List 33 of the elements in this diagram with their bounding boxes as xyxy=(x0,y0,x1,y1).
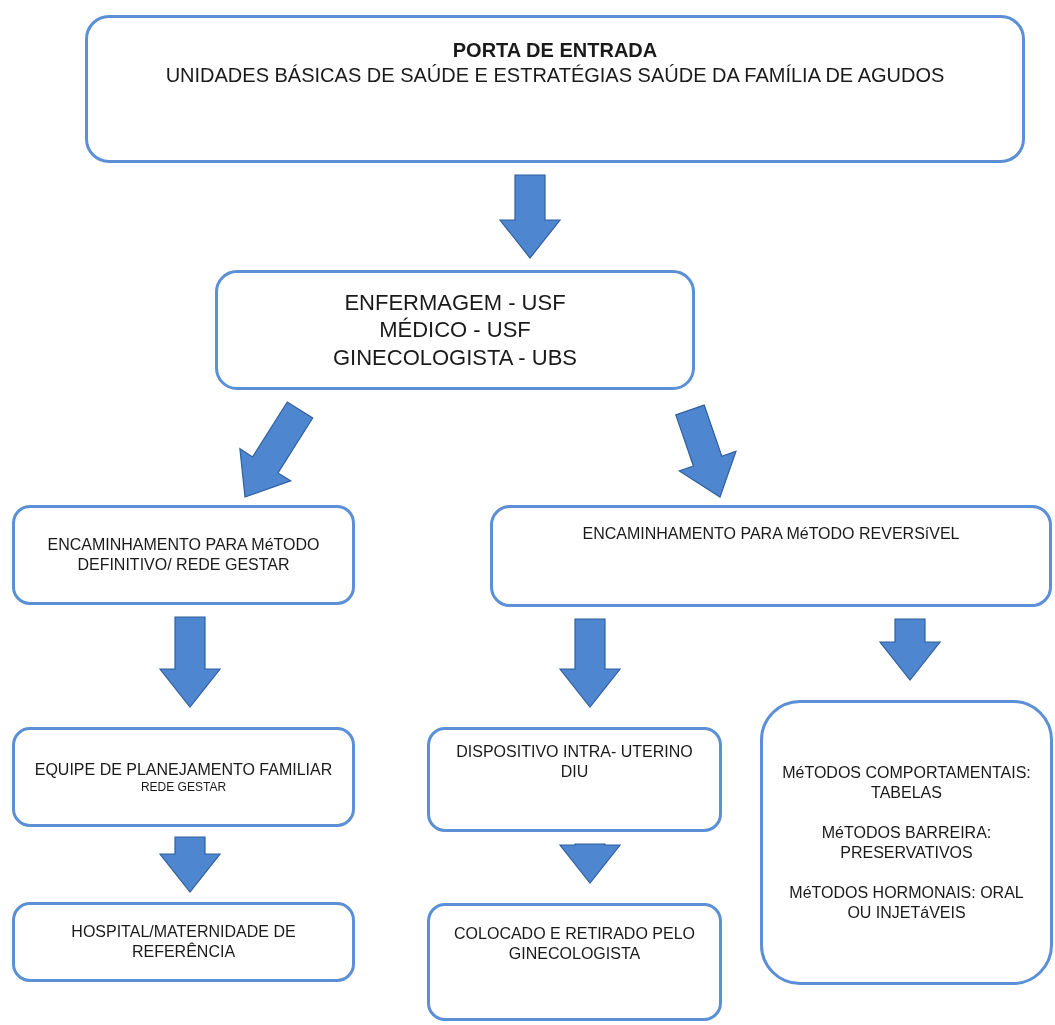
box-text: MéTODOS COMPORTAMENTAIS: TABELAS xyxy=(781,762,1032,803)
block-arrow xyxy=(675,404,737,498)
block-arrow xyxy=(878,618,942,681)
box-text: ENFERMAGEM - USF xyxy=(344,288,566,317)
box-text: MéTODOS HORMONAIS: ORAL OU INJETáVEIS xyxy=(788,882,1025,923)
box-text: ENCAMINHAMENTO PARA MéTODO DEFINITIVO/ REDE GESTAR xyxy=(46,535,321,575)
block-arrow xyxy=(558,618,622,708)
box-text: DISPOSITIVO INTRA- UTERINO xyxy=(456,742,693,762)
rounded-box xyxy=(760,700,1053,985)
box-text: DIU xyxy=(560,762,589,782)
rounded-box xyxy=(12,902,355,982)
rounded-box xyxy=(12,727,355,827)
rounded-box xyxy=(12,505,355,605)
block-arrow xyxy=(158,616,222,708)
block-arrow xyxy=(558,843,622,884)
block-arrow xyxy=(498,174,562,259)
rounded-box xyxy=(427,903,722,1021)
box-text: ENCAMINHAMENTO PARA MéTODO REVERSíVEL xyxy=(582,524,960,544)
box-text: REDE GESTAR xyxy=(140,779,227,795)
block-arrow xyxy=(239,401,314,498)
box-text: MéTODOS BARREIRA: PRESERVATIVOS xyxy=(820,822,993,863)
rounded-box xyxy=(427,727,722,832)
box-text: PORTA DE ENTRADA xyxy=(452,38,658,63)
box-text: HOSPITAL/MATERNIDADE DE REFERÊNCIA xyxy=(70,922,297,962)
rounded-box xyxy=(490,505,1052,607)
box-text: EQUIPE DE PLANEJAMENTO FAMILIAR xyxy=(34,759,333,780)
rounded-box xyxy=(85,15,1025,163)
block-arrow xyxy=(158,836,222,893)
rounded-box xyxy=(215,270,695,390)
box-text: UNIDADES BÁSICAS DE SAÚDE E ESTRATÉGIAS SAÚDE DA FAMÍLIA DE AGUDOS xyxy=(165,63,945,88)
box-text: COLOCADO E RETIRADO PELO GINECOLOGISTA xyxy=(453,924,696,964)
box-text: MÉDICO - USF xyxy=(379,316,531,344)
box-text: GINECOLOGISTA - UBS xyxy=(332,343,578,372)
